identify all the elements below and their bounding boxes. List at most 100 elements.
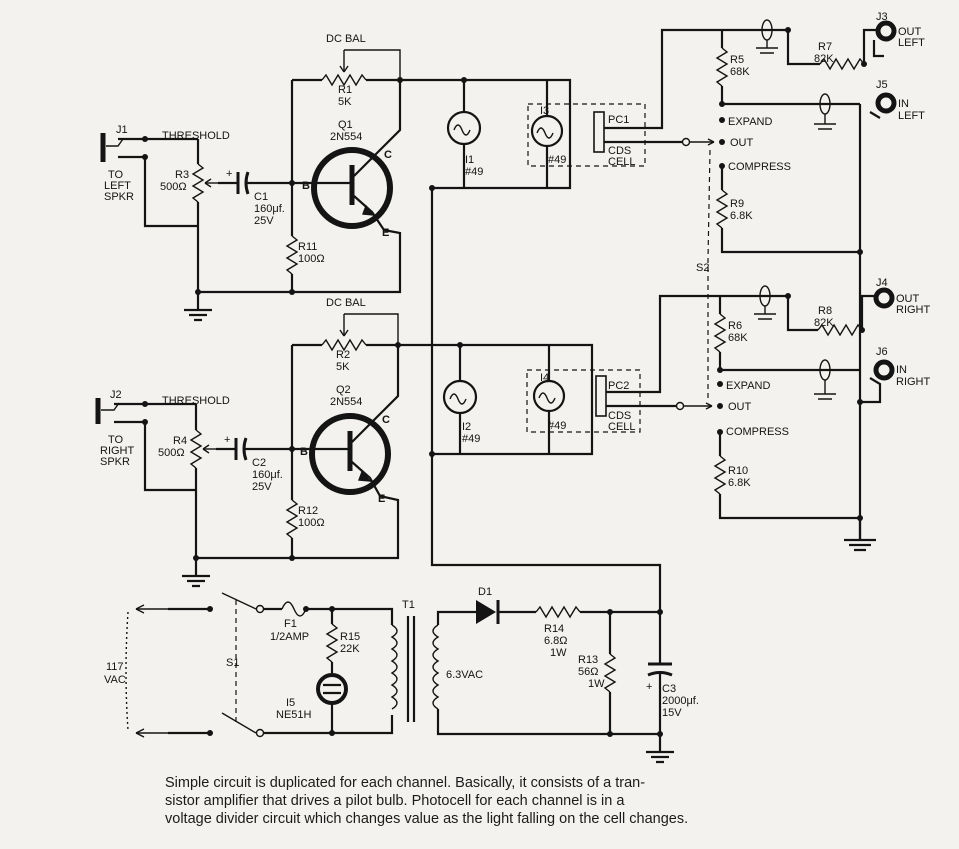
label-compress1: COMPRESS xyxy=(728,161,791,173)
resistor-r1 xyxy=(292,49,403,87)
label-r13-watt: 1W xyxy=(588,678,605,690)
component-labels: DC BAL R1 5K Q1 2N554 B C E J1 THRESHOLD… xyxy=(100,11,931,721)
lamp-photocell-pc1 xyxy=(527,28,722,188)
label-r11-value: 100Ω xyxy=(298,253,325,265)
label-s2: S2 xyxy=(696,262,709,274)
label-pc1: PC1 xyxy=(608,114,629,126)
caption-line-3: voltage divider circuit which changes va… xyxy=(165,811,689,827)
switch-s2-link xyxy=(707,149,711,400)
label-c3-value: 2000μf. xyxy=(662,695,699,707)
label-to-right-3: SPKR xyxy=(100,456,130,468)
label-q2: Q2 xyxy=(336,384,351,396)
label-i1: I1 xyxy=(465,154,474,166)
bulb-i2 xyxy=(429,342,478,457)
label-c2n: C2 xyxy=(252,457,266,469)
label-t1: T1 xyxy=(402,599,415,611)
label-in-left-1: IN xyxy=(898,98,909,110)
label-r15-value: 22K xyxy=(340,643,360,655)
label-in-left-2: LEFT xyxy=(898,110,925,122)
label-out1: OUT xyxy=(730,137,754,149)
label-r5: R5 xyxy=(730,54,744,66)
resistor-r4 xyxy=(189,404,216,558)
label-j6: J6 xyxy=(876,346,888,358)
label-r14: R14 xyxy=(544,623,564,635)
label-c3-voltage: 15V xyxy=(662,707,682,719)
resistor-r12 xyxy=(285,345,299,558)
label-q1-type: 2N554 xyxy=(330,131,362,143)
resistor-r11 xyxy=(285,80,299,292)
label-r9: R9 xyxy=(730,198,744,210)
label-j3: J3 xyxy=(876,11,888,23)
label-to-right-2: RIGHT xyxy=(100,445,135,457)
label-r9-value: 6.8K xyxy=(730,210,753,222)
ground-symbol xyxy=(182,558,210,588)
label-f1-value: 1/2AMP xyxy=(270,631,309,643)
label-to-right-1: TO xyxy=(108,434,124,446)
label-compress2: COMPRESS xyxy=(726,426,789,438)
ground-symbol xyxy=(184,292,212,322)
label-r4: R4 xyxy=(173,435,187,447)
label-c1: C xyxy=(384,149,392,161)
label-r13-value: 56Ω xyxy=(578,666,598,678)
label-cds2: CDS xyxy=(608,410,631,422)
output-network-left xyxy=(656,19,897,296)
label-i3: I3 xyxy=(540,105,549,117)
label-i5-type: NE51H xyxy=(276,709,312,721)
transistor-q1 xyxy=(292,80,402,231)
label-r3-value: 500Ω xyxy=(160,181,187,193)
label-r6: R6 xyxy=(728,320,742,332)
label-r10: R10 xyxy=(728,465,748,477)
label-b2: B xyxy=(300,446,308,458)
ground-symbol xyxy=(844,518,876,552)
label-r11: R11 xyxy=(298,241,317,253)
caption-line-1: Simple circuit is duplicated for each ch… xyxy=(165,775,646,791)
label-out-right-1: OUT xyxy=(896,293,920,305)
label-r12: R12 xyxy=(298,505,318,517)
label-r15: R15 xyxy=(340,631,360,643)
label-r3: R3 xyxy=(175,169,189,181)
label-e1: E xyxy=(382,227,389,239)
lamp-photocell-pc2 xyxy=(526,294,720,454)
label-e2: E xyxy=(378,493,385,505)
label-expand2: EXPAND xyxy=(726,380,770,392)
output-network-right xyxy=(675,285,895,552)
label-out-left-1: OUT xyxy=(898,26,922,38)
label-r4-value: 500Ω xyxy=(158,447,185,459)
label-j4: J4 xyxy=(876,277,888,289)
label-j1: J1 xyxy=(116,124,128,136)
label-cds1: CDS xyxy=(608,145,631,157)
label-r13: R13 xyxy=(578,654,598,666)
label-j5: J5 xyxy=(876,79,888,91)
label-t1-value: 6.3VAC xyxy=(446,669,483,681)
label-r5-value: 68K xyxy=(730,66,750,78)
capacitor-c2 xyxy=(216,437,295,461)
label-r12-value: 100Ω xyxy=(298,517,325,529)
label-vac-2: VAC xyxy=(104,674,126,686)
label-s1: S1 xyxy=(226,657,239,669)
label-plus-c2: + xyxy=(224,434,230,446)
label-r2-value: 5K xyxy=(336,361,350,373)
label-pc2: PC2 xyxy=(608,380,629,392)
label-c2-value: 160μf. xyxy=(252,469,283,481)
label-i1-value: #49 xyxy=(465,166,483,178)
label-expand1: EXPAND xyxy=(728,116,772,128)
label-b1: B xyxy=(302,180,310,192)
label-r8-value: 82K xyxy=(814,317,834,329)
label-c2-voltage: 25V xyxy=(252,481,272,493)
label-r1-value: 5K xyxy=(338,96,352,108)
ground-symbol xyxy=(646,750,674,764)
label-vac-1: 117 xyxy=(106,661,124,673)
jack-j2 xyxy=(95,398,196,492)
transistor-q2 xyxy=(292,345,400,497)
label-i5: I5 xyxy=(286,697,295,709)
label-plus-c3: + xyxy=(646,681,652,693)
label-to-left-1: TO xyxy=(108,169,124,181)
label-plus-c1: + xyxy=(226,168,232,180)
label-c1-value: 160μf. xyxy=(254,203,285,215)
label-i2-value: #49 xyxy=(462,433,480,445)
label-f1: F1 xyxy=(284,618,297,630)
label-r14-watt: 1W xyxy=(550,647,567,659)
label-threshold2: THRESHOLD xyxy=(162,395,230,407)
channel-right xyxy=(95,285,895,588)
schematic-diagram: DC BAL R1 5K Q1 2N554 B C E J1 THRESHOLD… xyxy=(95,11,931,764)
